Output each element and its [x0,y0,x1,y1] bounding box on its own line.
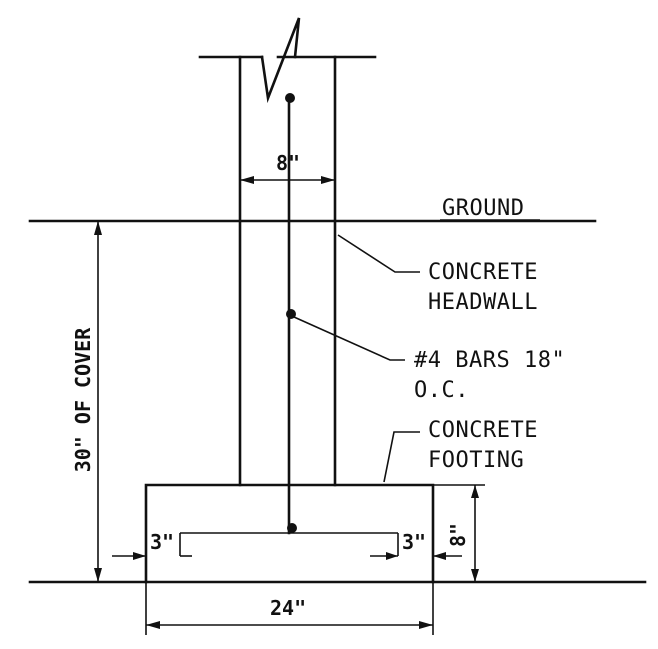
left-offset-label: 3" [150,530,174,554]
rebar-right-arrow [386,552,398,560]
footing-width-arrow-right [419,621,433,629]
rebar-dot-bottom [287,523,297,533]
footing-width-label: 24" [270,596,306,620]
bars-label-line2: O.C. [414,378,469,403]
right-offset-arrow [433,552,446,560]
footing-outline [144,483,435,584]
footing-depth-arrow-bottom [471,569,479,582]
footing-width-arrow-left [146,621,160,629]
rebar-dot-middle [286,309,296,319]
cover-label: 30" OF COVER [71,327,95,472]
left-offset-arrow [133,552,146,560]
headwall-label-line2: HEADWALL [428,290,538,315]
wall-width-arrow-right [321,176,335,184]
footing-leader [383,431,420,483]
footing-depth-label: 8" [446,523,470,547]
headwall-leader [337,234,420,273]
headwall-label-line1: CONCRETE [428,260,538,285]
ground-label: GROUND [442,196,524,221]
cover-arrow-bottom [94,568,102,582]
footing-label-line2: FOOTING [428,448,524,473]
cover-arrow-top [94,221,102,235]
wall-width-label: 8" [276,151,300,175]
right-offset-label: 3" [402,530,426,554]
wall-width-arrow-left [240,176,254,184]
bars-label-line1: #4 BARS 18" [414,348,565,373]
footing-depth-arrow-top [471,485,479,498]
footing-label-line1: CONCRETE [428,418,538,443]
rebar-dot-top [285,93,295,103]
bars-leader [293,316,405,361]
break-symbol [260,17,301,104]
